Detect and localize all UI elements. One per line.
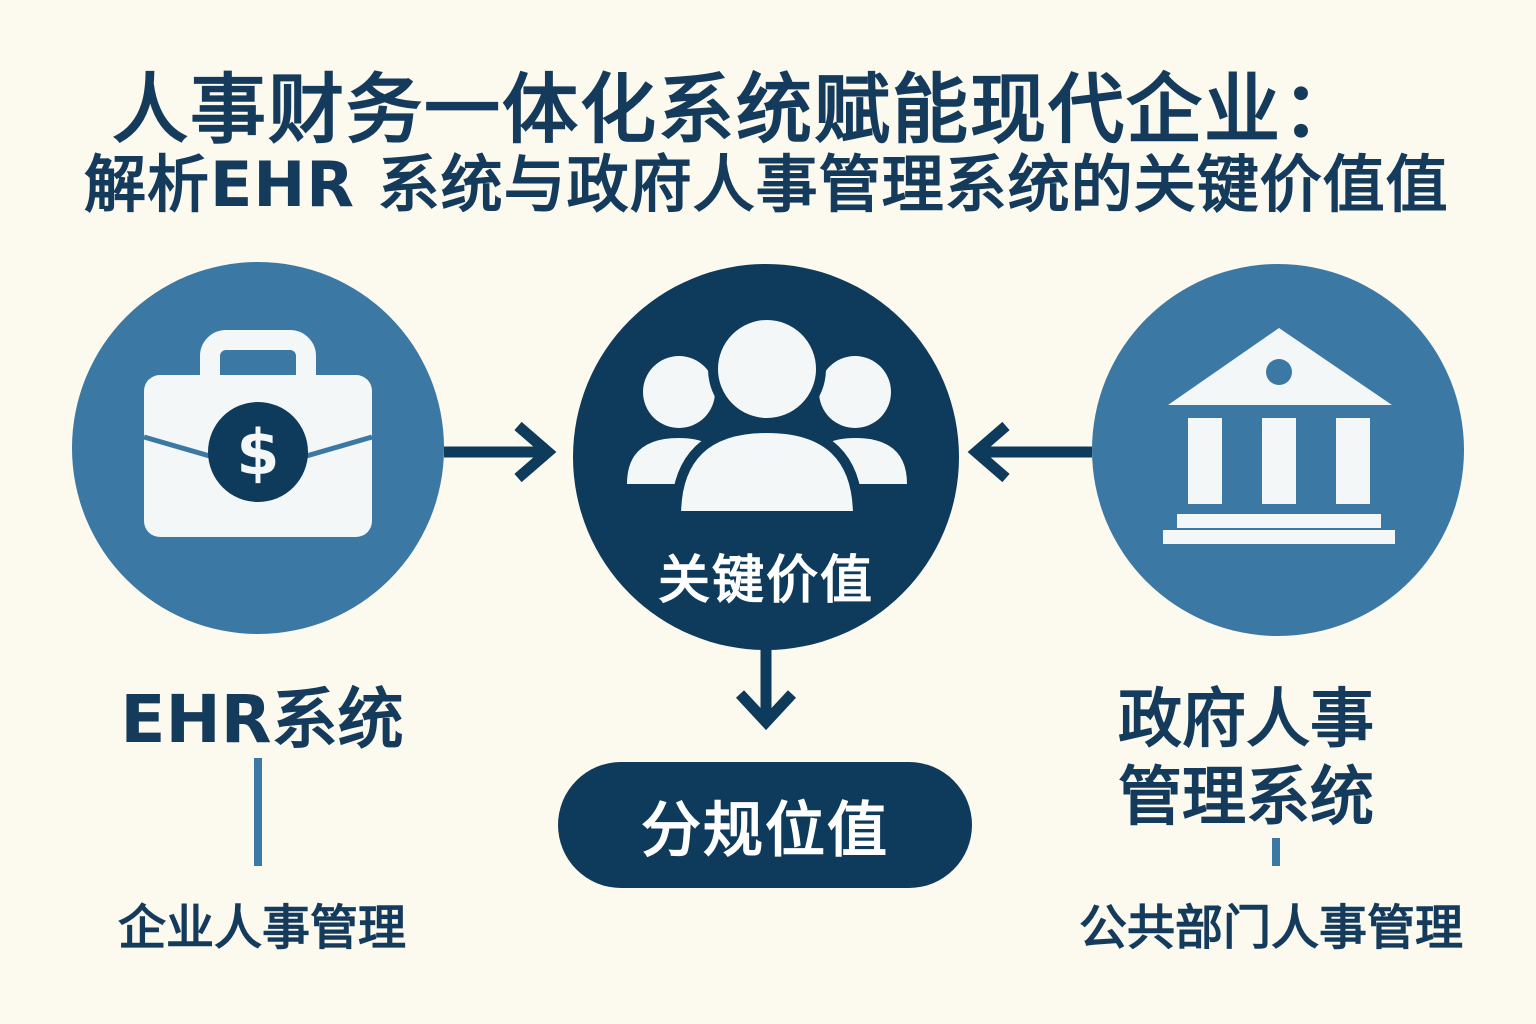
arrow-ehr-to-center: [444, 421, 557, 483]
title-line-2: 解析EHR 系统与政府人事管理系统的关键价值值: [84, 148, 1449, 221]
briefcase-dollar-icon: $: [143, 330, 373, 537]
gov-system-label-line2: 管理系统: [1118, 761, 1374, 835]
title-line-1: 人事财务一体化系统赋能现代企业：: [112, 65, 1360, 154]
ehr-system-label: EHR系统: [120, 681, 404, 758]
arrow-center-to-result: [735, 640, 797, 731]
result-pill: 分规位值: [558, 762, 972, 888]
ehr-sublabel: 企业人事管理: [117, 900, 406, 956]
svg-text:$: $: [236, 416, 279, 489]
gov-sublabel: 公共部门人事管理: [1078, 900, 1463, 956]
arrow-gov-to-center: [967, 421, 1092, 483]
people-group-icon: [627, 310, 907, 521]
result-pill-label: 分规位值: [641, 795, 889, 866]
government-building-icon: [1163, 328, 1395, 544]
key-value-label: 关键价值: [657, 551, 874, 611]
gov-system-label-line1: 政府人事: [1118, 683, 1374, 757]
